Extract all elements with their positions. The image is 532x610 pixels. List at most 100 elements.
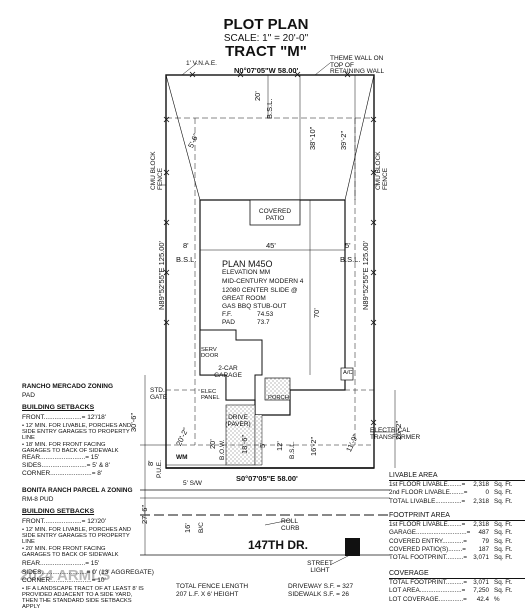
section-rule [389,520,525,521]
pue-label: P.U.E. [156,460,163,478]
section-rule [389,480,525,481]
front-walk [254,415,263,466]
area-row-unit: Sq. Ft. [494,529,513,537]
dim-20-label: 20' [208,439,217,449]
inner-dashed-lines [166,389,374,446]
top-bearing-label: N0°07'05"W 58.00' [234,66,299,75]
plot-plan-title: PLOT PLAN [223,16,309,33]
sidewalk-sf: SIDEWALK S.F. = 26 [288,591,349,598]
depth-70-dim: 70' [312,308,321,318]
dim-16-2-label: 16'-2" [309,436,318,456]
area-row-label: COVERED PATIO(S)........= [389,545,466,553]
area-row-value: 3,071 [473,554,489,562]
area-row-value: 2,318 [473,497,489,505]
dim-18-6-label: 18'-6" [240,434,249,454]
house-option1-label: 12080 CENTER SLIDE @ [222,287,298,294]
area-row-label: TOTAL LIVABLE...............= [389,497,466,505]
dim-39-2-label: 39'-2" [339,130,348,150]
dim-27-6-label: 27'-6" [140,504,149,524]
bsl-front-label: B.S.L. [289,441,296,459]
area-row-value: 2,318 [473,481,489,488]
house-option3-label: GAS BBQ STUB-OUT [222,303,287,310]
bottom-bearing-label: S0°07'05"E 58.00' [236,474,298,483]
area-row-unit: Sq. Ft. [494,497,513,505]
street-light-marker [345,538,360,556]
area-row-label: 1st FLOOR LIVABLE........= [389,481,466,488]
elec-panel-label: ELEC PANEL [201,389,220,401]
left-bearing-label: N89°52'55"E 125.00' [157,241,166,310]
dim-12-label: 12' [275,441,284,451]
footprint-area-title: FOOTPRINT AREA [389,512,450,519]
area-row-unit: % [494,595,500,603]
porch-hatch [264,377,291,401]
area-row-unit: Sq. Ft. [494,587,513,595]
dim-38-10-label: 38'-10" [308,126,317,150]
area-row-unit: Sq. Ft. [494,579,513,586]
cmu-fence-left-label: CMU BLOCK FENCE [150,151,164,190]
vnae-label: 1' V.N.A.E. [186,60,217,67]
area-row-value: 3,071 [473,579,489,586]
house-option2-label: GREAT ROOM [222,295,266,302]
dim-8-label: 8' [146,460,155,466]
coverage-title: COVERAGE [389,570,429,577]
rancho-rear: REAR.........................= 15' [22,454,100,461]
area-row-unit: Sq. Ft. [494,554,513,562]
cmu-fence-right-label: CMU BLOCK FENCE [375,151,389,190]
rancho-corner: CORNER.......................= 8' [22,470,103,477]
garage-label: 2-CAR GARAGE [214,365,242,379]
bonita-note2: • 20' MIN. FOR FRONT FACING GARAGES TO B… [22,546,119,559]
area-row-unit: Sq. Ft. [494,545,513,553]
area-row-label: 2nd FLOOR LIVABLE........= [389,489,468,497]
fence-length-value: 207 L.F. X 6' HEIGHT [176,591,239,598]
bonita-corner: CORNER.......................= 10' [22,577,106,584]
area-row-value: 79 [481,537,489,545]
cmu-fence-markers [163,71,377,426]
rancho-note2: • 18' MIN. FOR FRONT FACING GARAGES TO B… [22,442,119,455]
side-right-dim: 5' [345,241,351,250]
rancho-zone: PAD [22,392,35,399]
rancho-setbacks-title: BUILDING SETBACKS [22,404,95,411]
serv-door-label: SERV DOOR [201,347,219,359]
theme-wall-label: THEME WALL ON TOP OF RETAINING WALL [330,55,385,75]
leader-lines [160,62,395,566]
fence-length-label: TOTAL FENCE LENGTH [176,583,249,590]
corner-lines [165,74,375,201]
area-row-label: LOT AREA........................= [389,587,466,595]
right-bearing-label: N89°52'55"E 125.00' [361,241,370,310]
scale-label: SCALE: 1" = 20'-0" [223,33,309,44]
ac-label: A/C [343,370,353,376]
rancho-note1: • 12' MIN. FOR LIVABLE, PORCHES AND SIDE… [22,423,132,442]
roll-curb-label: ROLL CURB [281,518,300,532]
garage-outline [199,329,263,401]
covered-patio-label: COVERED PATIO [258,208,292,222]
area-row-value: 487 [478,529,489,537]
ff-value: 74.53 [257,311,274,318]
rancho-zoning-title: RANCHO MERCADO ZONING [22,383,113,390]
area-row-value: 42.4 [476,595,489,603]
side-left-dim: 8' [183,241,189,250]
driveway-hatch [225,404,256,466]
rancho-front: FRONT.....................= 12'/18' [22,414,106,421]
rear-setback-dim: 20' [253,91,262,101]
section-rule [389,578,525,579]
bonita-zone: RM-8 PUD [22,496,54,503]
house-style-label: MID-CENTURY MODERN 4 [222,278,304,285]
bonita-front: FRONT.....................= 12'/20' [22,518,106,525]
bonita-note1: • 12' MIN. FOR LIVABLE, PORCHES AND SIDE… [22,527,132,546]
rancho-sides: SIDES.........................= 5' & 8' [22,462,110,469]
bsl-left-label: B.S.L. [176,255,197,264]
bonita-rear: REAR.........................= 15' [22,560,100,567]
ac-unit-outline [340,367,354,381]
area-row-unit: Sq. Ft. [494,489,513,497]
bonita-note3: • IF A LANDSCAPE TRACT OF AT LEAST 8' IS… [22,586,144,610]
water-meter-label: WM [176,454,188,461]
dim-5-label: 5' [258,442,267,448]
area-row-value: 2,318 [473,521,489,528]
bsl-right-label: B.S.L. [340,255,361,264]
area-row-unit: Sq. Ft. [494,481,513,488]
rear-bsl-label: B.S.L. [265,98,274,119]
area-row-value: 7,250 [473,587,489,595]
bow-label: B.O.W. [219,439,226,460]
driveway-sf: DRIVEWAY S.F. = 327 [288,583,354,590]
